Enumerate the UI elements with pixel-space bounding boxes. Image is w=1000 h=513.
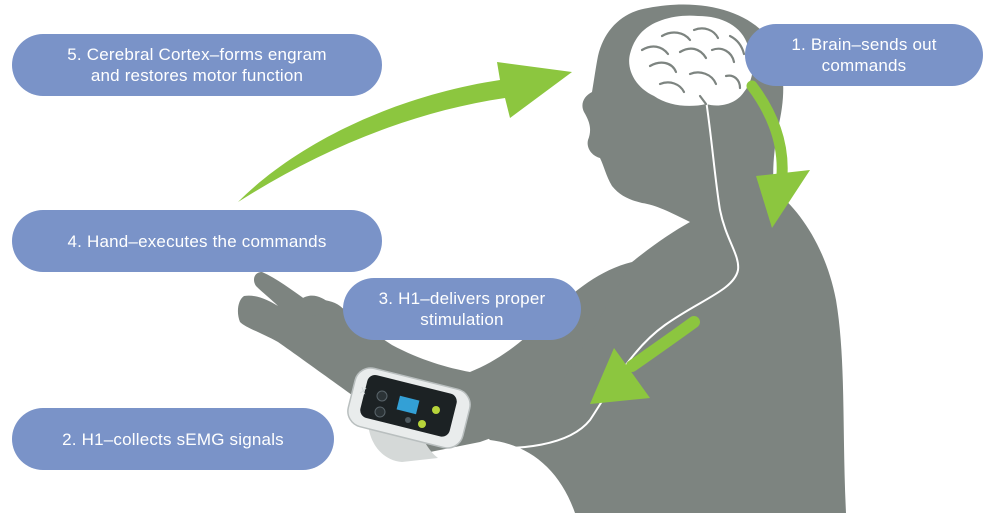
device-logo-text: X	[359, 385, 367, 396]
step-5-line-2: and restores motor function	[90, 66, 304, 85]
arrow-hand-to-brain	[238, 62, 572, 202]
step-5-line-1: 5. Cerebral Cortex–forms engram	[67, 45, 327, 64]
arrow-brain-to-arm	[746, 80, 810, 228]
arrow-to-device	[590, 316, 700, 404]
step-1-line-2: commands	[821, 56, 907, 75]
brain-icon	[629, 15, 753, 106]
step-3-stimulation-label: 3. H1–delivers proper stimulation	[343, 278, 581, 340]
human-silhouette-thumb	[300, 295, 330, 316]
step-3-line-1: 3. H1–delivers proper	[378, 289, 546, 308]
human-silhouette-arm	[237, 262, 633, 452]
step-4-hand-label: 4. Hand–executes the commands	[12, 210, 382, 272]
nerve-pathway-line	[469, 99, 740, 449]
step-5-cortex-label: 5. Cerebral Cortex–forms engram and rest…	[12, 34, 382, 96]
step-2-collects-label: 2. H1–collects sEMG signals	[12, 408, 334, 470]
h1-device-icon: X	[347, 367, 471, 462]
step-1-brain-label: 1. Brain–sends out commands	[745, 24, 983, 86]
step-3-line-2: stimulation	[420, 310, 504, 329]
step-4-line-1: 4. Hand–executes the commands	[67, 231, 327, 251]
step-1-line-1: 1. Brain–sends out	[791, 35, 937, 54]
step-2-line-1: 2. H1–collects sEMG signals	[62, 429, 284, 449]
human-silhouette-body	[478, 4, 846, 513]
